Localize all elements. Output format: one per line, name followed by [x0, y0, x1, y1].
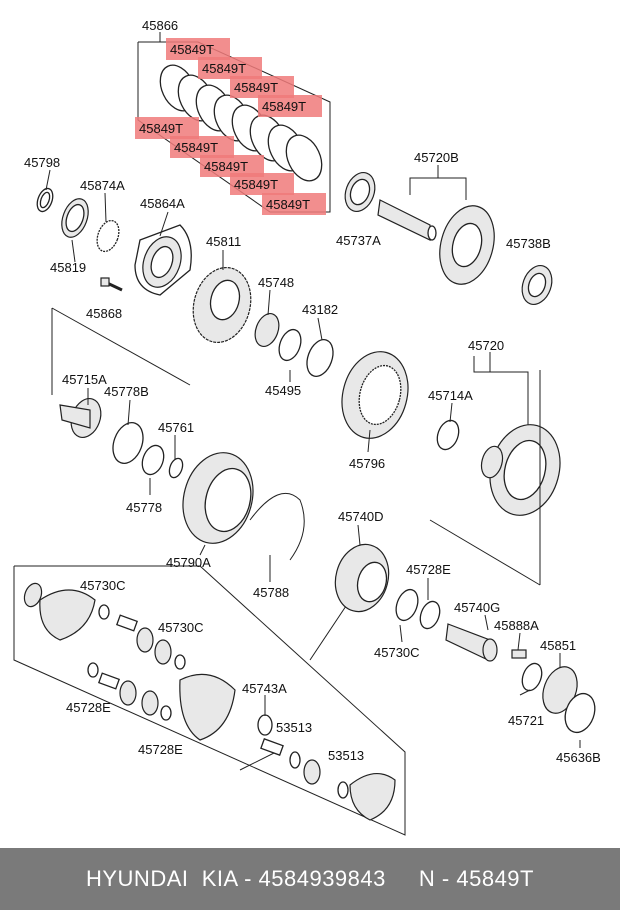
label-45740g: 45740G	[454, 600, 500, 615]
label-45849t-4: 45849T	[262, 99, 306, 114]
label-45730c-2: 45730C	[158, 620, 204, 635]
label-45728e-1: 45728E	[66, 700, 111, 715]
label-45849t-1: 45849T	[170, 42, 214, 57]
label-45728e-2: 45728E	[138, 742, 183, 757]
gear-45811	[192, 266, 334, 377]
label-45728e-top: 45728E	[406, 562, 451, 577]
planetary-assembly-box	[13, 370, 596, 836]
leader-lines	[45, 169, 581, 748]
part-labels: 45866 45849T 45849T 45849T 45849T 45849T…	[24, 18, 601, 765]
label-45798: 45798	[24, 155, 60, 170]
label-45849t-9: 45849T	[266, 197, 310, 212]
label-45714a: 45714A	[428, 388, 473, 403]
clutch-rings	[159, 64, 323, 182]
label-45778b: 45778B	[104, 384, 149, 399]
label-45748: 45748	[258, 275, 294, 290]
label-45761: 45761	[158, 420, 194, 435]
label-45740d: 45740D	[338, 509, 384, 524]
label-45819: 45819	[50, 260, 86, 275]
label-45868: 45868	[86, 306, 122, 321]
label-45849t-5: 45849T	[139, 121, 183, 136]
label-45788: 45788	[253, 585, 289, 600]
part-number-footer: HYUNDAI KIA - 4584939843 N - 45849T	[0, 848, 620, 910]
label-45790a: 45790A	[166, 555, 211, 570]
label-45721: 45721	[508, 713, 544, 728]
label-45636b: 45636B	[556, 750, 601, 765]
label-53513-1: 53513	[276, 720, 312, 735]
label-45849t-2: 45849T	[202, 61, 246, 76]
label-45866: 45866	[142, 18, 178, 33]
carrier-45720	[436, 352, 561, 516]
label-45849t-7: 45849T	[204, 159, 248, 174]
label-45778: 45778	[126, 500, 162, 515]
clutch-pack-group	[135, 32, 331, 215]
label-45738b: 45738B	[506, 236, 551, 251]
drum-45796	[341, 351, 409, 439]
label-45495: 45495	[265, 383, 301, 398]
label-53513-2: 53513	[328, 748, 364, 763]
label-45849t-6: 45849T	[174, 140, 218, 155]
label-45743a: 45743A	[242, 681, 287, 696]
drum-45790a	[182, 452, 305, 561]
label-45730c-3: 45730C	[374, 645, 420, 660]
footer-text: HYUNDAI KIA - 4584939843 N - 45849T	[85, 866, 534, 891]
label-45864a: 45864A	[140, 196, 185, 211]
label-43182: 43182	[302, 302, 338, 317]
label-45715a: 45715A	[62, 372, 107, 387]
label-45720b: 45720B	[414, 150, 459, 165]
label-45849t-3: 45849T	[234, 80, 278, 95]
label-45796: 45796	[349, 456, 385, 471]
label-45730c-1: 45730C	[80, 578, 126, 593]
label-45874a: 45874A	[80, 178, 125, 193]
shaft-45715a	[51, 307, 191, 479]
gear-shaft-45720b	[344, 165, 553, 305]
exploded-parts-diagram: 45866 45849T 45849T 45849T 45849T 45849T…	[13, 18, 601, 836]
label-45737a: 45737A	[336, 233, 381, 248]
label-45811: 45811	[206, 234, 241, 249]
label-45849t-8: 45849T	[234, 177, 278, 192]
label-45851: 45851	[540, 638, 576, 653]
upper-left-parts	[36, 187, 192, 296]
label-45888a: 45888A	[494, 618, 539, 633]
label-45720: 45720	[468, 338, 504, 353]
